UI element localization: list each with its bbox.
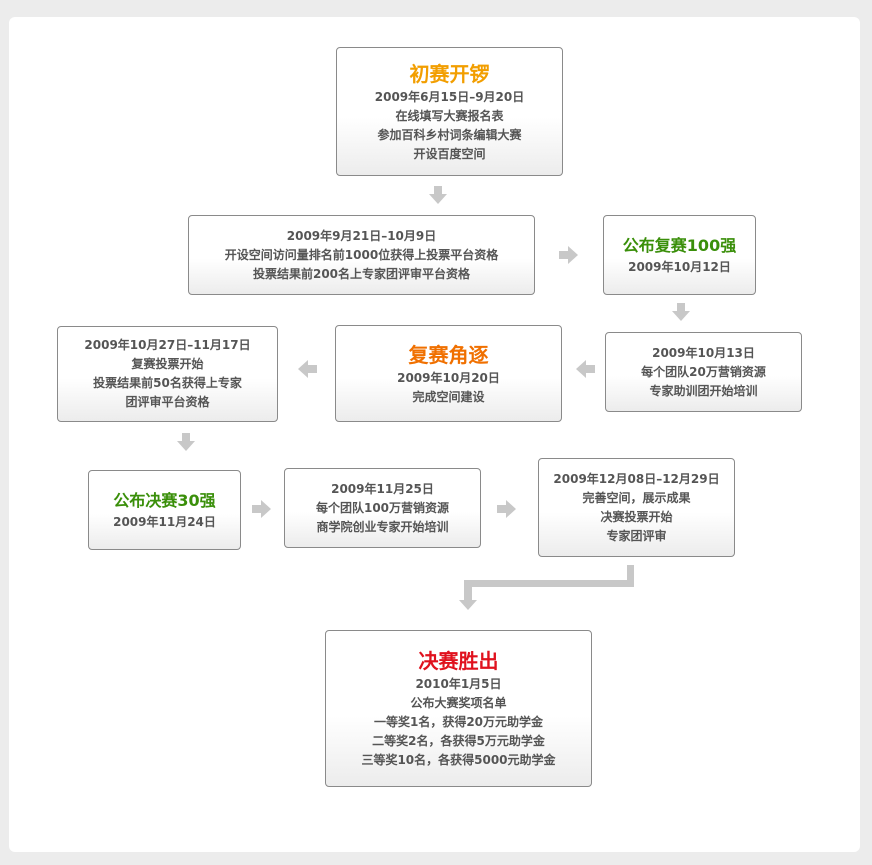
stage-winner-box: 决赛胜出 2010年1月5日 公布大赛奖项名单 一等奖1名，获得20万元助学金 … bbox=[325, 630, 592, 787]
stage-semifinal-line: 完成空间建设 bbox=[412, 389, 485, 404]
stage-prelim-line: 参加百科乡村词条编辑大赛 bbox=[377, 127, 522, 142]
stage-training20-box: 2009年10月13日 每个团队20万营销资源 专家助训团开始培训 bbox=[605, 332, 802, 412]
stage-winner-title: 决赛胜出 bbox=[418, 649, 499, 673]
stage-top100-line: 2009年10月12日 bbox=[628, 259, 731, 274]
stage-winner-line: 公布大赛奖项名单 bbox=[410, 696, 507, 710]
arrow-right-icon bbox=[559, 246, 578, 264]
arrow-down-icon bbox=[177, 433, 195, 451]
stage-prelim-title: 初赛开锣 bbox=[409, 61, 490, 86]
stage-finalvote-line: 决赛投票开始 bbox=[600, 509, 673, 524]
stage-semivote-line: 2009年10月27日–11月17日 bbox=[84, 338, 251, 352]
stage-semifinal-title: 复赛角逐 bbox=[408, 342, 489, 367]
stage-finalvote-line: 专家团评审 bbox=[606, 528, 667, 543]
stage-semivote-box: 2009年10月27日–11月17日 复赛投票开始 投票结果前50名获得上专家 … bbox=[57, 326, 278, 422]
stage-prelim-line: 开设百度空间 bbox=[413, 146, 486, 161]
stage-semivote-line: 团评审平台资格 bbox=[125, 395, 210, 409]
stage-training20-line: 专家助训团开始培训 bbox=[649, 383, 758, 398]
stage-winner-line: 一等奖1名，获得20万元助学金 bbox=[373, 715, 544, 729]
stage-training100-box: 2009年11月25日 每个团队100万营销资源 商学院创业专家开始培训 bbox=[284, 468, 481, 548]
stage-winner-line: 三等奖10名，各获得5000元助学金 bbox=[361, 753, 556, 767]
stage-semivote-line: 投票结果前50名获得上专家 bbox=[93, 376, 242, 390]
arrow-right-icon bbox=[497, 500, 516, 518]
arrow-down-icon bbox=[672, 303, 690, 321]
stage-training100-line: 每个团队100万营销资源 bbox=[315, 500, 450, 515]
stage-top30-title: 公布决赛30强 bbox=[113, 490, 216, 510]
arrow-left-icon bbox=[298, 360, 317, 378]
stage-prelim-box: 初赛开锣 2009年6月15日–9月20日 在线填写大赛报名表 参加百科乡村词条… bbox=[336, 47, 563, 176]
stage-top30-box: 公布决赛30强 2009年11月24日 bbox=[88, 470, 241, 550]
stage-visits-box: 2009年9月21日–10月9日 开设空间访问量排名前1000位获得上投票平台资… bbox=[188, 215, 535, 295]
stage-semifinal-line: 2009年10月20日 bbox=[397, 370, 500, 385]
arrow-right-icon bbox=[252, 500, 271, 518]
stage-visits-line: 开设空间访问量排名前1000位获得上投票平台资格 bbox=[224, 247, 499, 262]
stage-top100-title: 公布复赛100强 bbox=[622, 235, 737, 255]
stage-prelim-line: 在线填写大赛报名表 bbox=[395, 108, 504, 123]
stage-winner-line: 2010年1月5日 bbox=[415, 677, 502, 691]
stage-winner-line: 二等奖2名，各获得5万元助学金 bbox=[372, 734, 545, 748]
stage-top100-box: 公布复赛100强 2009年10月12日 bbox=[603, 215, 756, 295]
stage-semivote-line: 复赛投票开始 bbox=[131, 357, 204, 371]
stage-visits-line: 2009年9月21日–10月9日 bbox=[286, 228, 437, 243]
stage-visits-line: 投票结果前200名上专家团评审平台资格 bbox=[252, 266, 471, 281]
stage-semifinal-box: 复赛角逐 2009年10月20日 完成空间建设 bbox=[335, 325, 562, 422]
arrow-elbow-icon bbox=[459, 565, 634, 610]
stage-finalvote-box: 2009年12月08日–12月29日 完善空间，展示成果 决赛投票开始 专家团评… bbox=[538, 458, 735, 557]
stage-training20-line: 每个团队20万营销资源 bbox=[641, 364, 766, 379]
stage-training20-line: 2009年10月13日 bbox=[652, 345, 755, 360]
arrow-down-icon bbox=[429, 186, 447, 204]
stage-finalvote-line: 完善空间，展示成果 bbox=[582, 490, 691, 505]
stage-finalvote-line: 2009年12月08日–12月29日 bbox=[553, 471, 720, 486]
arrow-left-icon bbox=[576, 360, 595, 378]
stage-prelim-line: 2009年6月15日–9月20日 bbox=[374, 89, 525, 104]
stage-training100-line: 商学院创业专家开始培训 bbox=[316, 519, 449, 534]
stage-training100-line: 2009年11月25日 bbox=[331, 481, 434, 496]
stage-top30-line: 2009年11月24日 bbox=[113, 514, 216, 529]
